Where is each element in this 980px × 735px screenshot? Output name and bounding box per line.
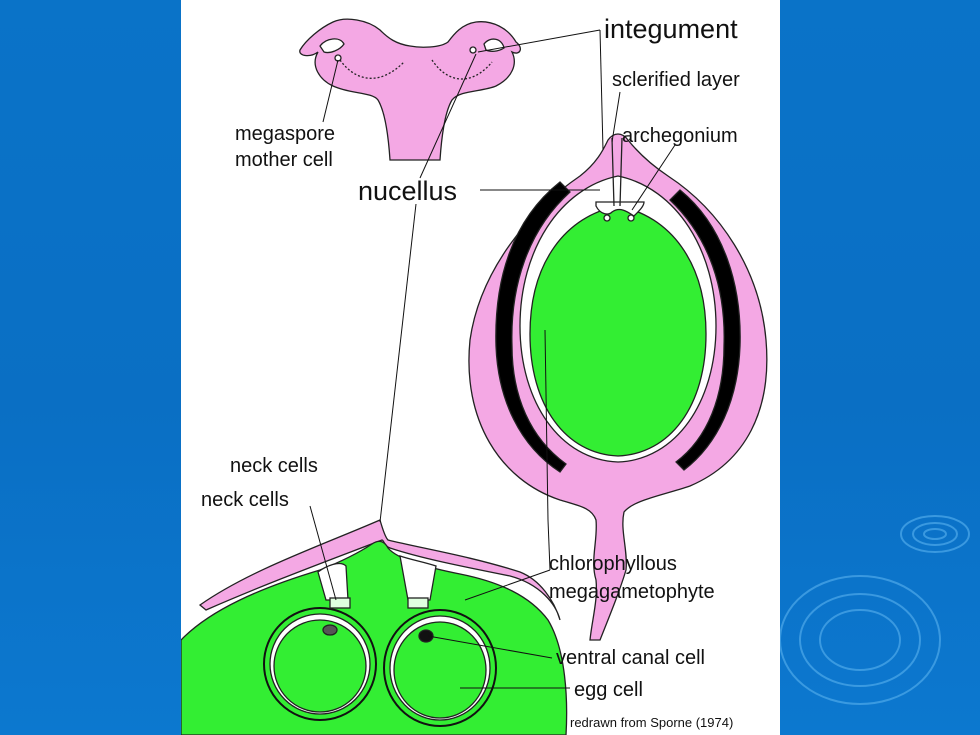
label-neck-cells-1: neck cells	[230, 455, 318, 477]
mature-ovule	[468, 133, 768, 641]
leader-lines	[309, 29, 676, 689]
label-mother-cell: mother cell	[235, 149, 333, 171]
label-sclerified-layer: sclerified layer	[612, 69, 740, 91]
label-neck-cells-2: neck cells	[201, 489, 289, 511]
label-megagametophyte: megagametophyte	[549, 581, 715, 603]
label-archegonium: archegonium	[622, 125, 738, 147]
archegonia-detail	[181, 519, 568, 735]
label-ventral-canal-cell: ventral canal cell	[556, 647, 705, 669]
label-egg-cell: egg cell	[574, 679, 643, 701]
label-nucellus: nucellus	[358, 176, 457, 206]
ovule-diagram: integument sclerified layer archegonium …	[181, 14, 768, 735]
label-credit: redrawn from Sporne (1974)	[570, 715, 733, 730]
diagram-panel: integument sclerified layer archegonium …	[181, 0, 780, 735]
young-ovule	[299, 18, 521, 161]
label-megaspore: megaspore	[235, 123, 335, 145]
label-chlorophyllous: chlorophyllous	[549, 553, 677, 575]
label-integument: integument	[604, 14, 738, 44]
